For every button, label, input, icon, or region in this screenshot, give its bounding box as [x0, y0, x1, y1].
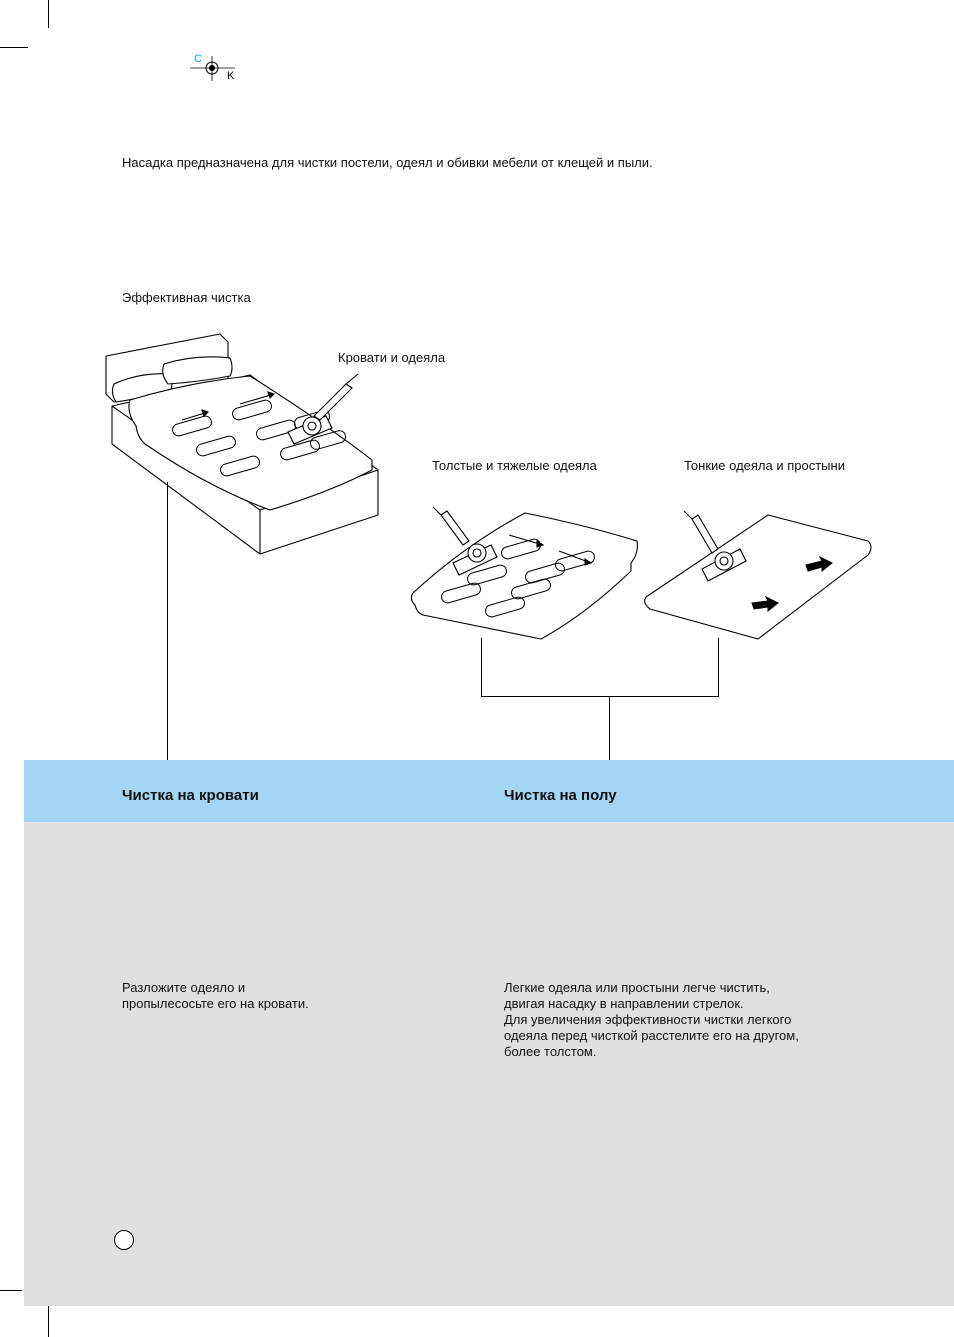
- thick-blanket-vacuum-illustration: [410, 506, 638, 640]
- caption-thin-sheet: Тонкие одеяла и простыни: [684, 458, 845, 473]
- section-title: Эффективная чистка: [122, 290, 251, 305]
- heading-bed-cleaning: Чистка на кровати: [122, 787, 259, 804]
- bed-line-2: пропылесосьте его на кровати.: [122, 996, 309, 1011]
- connector-thick-vertical: [481, 638, 482, 696]
- bed-cleaning-text: Разложите одеяло и пропылесосьте его на …: [122, 980, 422, 1012]
- registration-label-k: K: [227, 70, 235, 82]
- floor-cleaning-text: Легкие одеяла или простыни легче чистить…: [504, 980, 864, 1060]
- crop-mark-top-vertical: [48, 0, 49, 28]
- registration-crosshair-icon: [190, 56, 235, 81]
- caption-bed: Кровати и одеяла: [338, 350, 446, 365]
- page-number-circle: [114, 1230, 134, 1250]
- crop-mark-bottom-horizontal: [0, 1290, 22, 1291]
- connector-floor-vertical: [609, 696, 610, 760]
- section-heading-band: [24, 760, 954, 822]
- crop-mark-bottom-vertical: [48, 1306, 49, 1337]
- floor-line-5: более толстом.: [504, 1044, 597, 1059]
- thin-sheet-vacuum-illustration: [644, 510, 872, 640]
- connector-bed-vertical: [167, 482, 168, 760]
- floor-line-3: Для увеличения эффективности чистки легк…: [504, 1012, 792, 1027]
- floor-line-4: одеяла перед чисткой расстелите его на д…: [504, 1028, 799, 1043]
- heading-floor-cleaning: Чистка на полу: [504, 787, 617, 804]
- bed-vacuum-illustration: [105, 333, 379, 555]
- intro-text: Насадка предназначена для чистки постели…: [122, 155, 653, 170]
- floor-line-2: двигая насадку в направлении стрелок.: [504, 996, 744, 1011]
- registration-label-c: C: [194, 53, 202, 65]
- floor-line-1: Легкие одеяла или простыни легче чистить…: [504, 980, 770, 995]
- caption-thick-blanket: Толстые и тяжелые одеяла: [432, 458, 597, 473]
- bed-line-1: Разложите одеяло и: [122, 980, 246, 995]
- connector-floor-horizontal: [481, 696, 719, 697]
- crop-mark-top-horizontal: [0, 47, 28, 48]
- connector-thin-vertical: [718, 638, 719, 696]
- instructions-panel: [24, 822, 954, 1306]
